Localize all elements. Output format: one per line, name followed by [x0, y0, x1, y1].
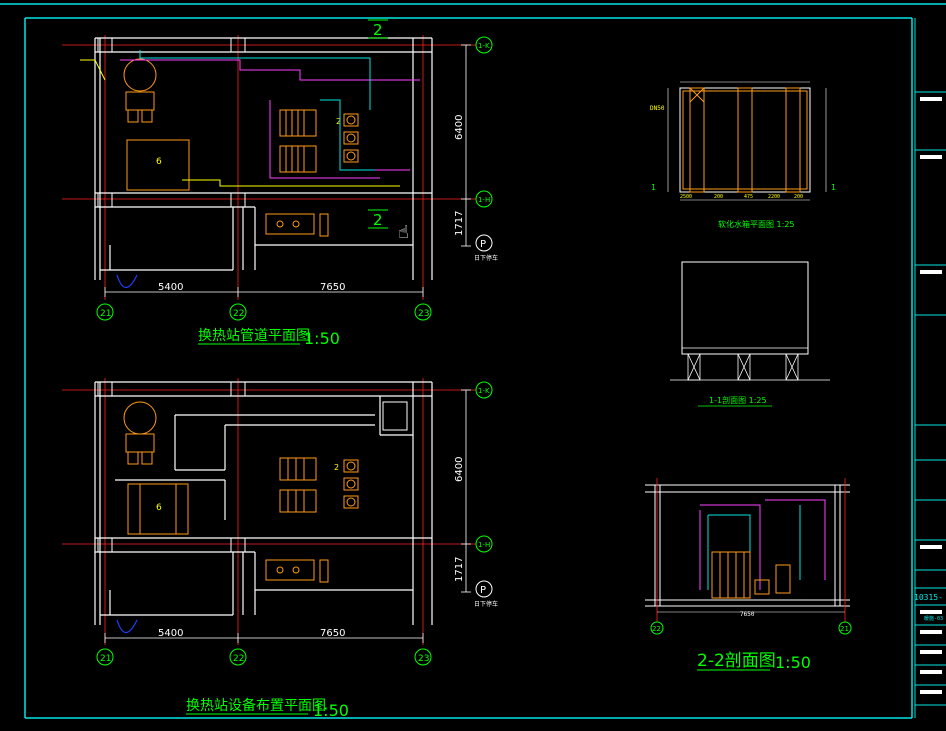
columns [97, 381, 246, 553]
drawing-number: 10315- [914, 593, 943, 602]
tank-section-mark-right: 1 [831, 183, 836, 192]
section-22-dim: 7650 [740, 611, 755, 618]
plan-bottom-scale: 1:50 [313, 701, 349, 720]
equip-2-label: 2 [334, 463, 339, 472]
parking-label-bottom: 日下停车 [474, 600, 498, 608]
detail-section-22: 7650 22 21 2-2剖面图 1:50 [645, 478, 852, 672]
axis-1k-bottom: 1-K [478, 387, 490, 395]
plan-bottom-title: 换热站设备布置平面图 [186, 697, 326, 714]
dim-7650-bottom: 7650 [320, 628, 345, 639]
control-cabinet [382, 401, 408, 431]
dim-1717-bottom: 1717 [454, 557, 465, 582]
expansion-tank [123, 401, 157, 465]
plan-top-title: 换热站管道平面图 [198, 327, 310, 344]
sheet-number: 暖施-03 [924, 615, 943, 622]
heat-exchangers [279, 457, 317, 513]
plan-bottom: 6 2 [62, 378, 498, 720]
tank-dim-0: 2500 [680, 194, 692, 200]
pumps [343, 113, 359, 163]
dimensions [104, 389, 471, 643]
tank-section-mark-left: 1 [651, 183, 656, 192]
hand-cursor-icon: ☝ [398, 222, 409, 243]
section-22-axis-21: 21 [840, 625, 849, 633]
axis-23-top: 23 [418, 309, 429, 319]
section-mark-top [368, 19, 388, 229]
section-11-title: 1-1剖面图 1:25 [709, 395, 767, 405]
equip-6-label: 6 [156, 157, 162, 167]
axis-bubbles [96, 36, 493, 321]
dim-6400-top: 6400 [454, 115, 465, 140]
axis-21-bottom: 21 [100, 654, 111, 664]
equip-2-label: 2 [336, 117, 341, 126]
parking-symbol-bottom [475, 580, 493, 598]
grid-lines [62, 378, 480, 645]
door-arc [116, 619, 138, 634]
axis-bubbles [96, 381, 493, 666]
walls [94, 381, 433, 625]
dim-6400-bottom: 6400 [454, 457, 465, 482]
section-22-axis-22: 22 [652, 625, 661, 633]
tank-dim-2: 475 [744, 194, 753, 200]
axis-22-bottom: 22 [233, 654, 244, 664]
dim-5400-top: 5400 [158, 282, 183, 293]
water-treatment [265, 559, 329, 583]
parking-label-top: 日下停车 [474, 254, 498, 262]
tank-dim-3: 2200 [768, 194, 780, 200]
dim-1717-top: 1717 [454, 211, 465, 236]
parking-symbol-top [475, 234, 493, 252]
drawing-frame [0, 3, 946, 719]
parking-p-bottom: P [480, 585, 486, 596]
dimensions [104, 44, 471, 297]
axis-21-top: 21 [100, 309, 111, 319]
axis-1k-top: 1-K [478, 42, 490, 50]
columns [97, 37, 246, 208]
axis-22-top: 22 [233, 309, 244, 319]
tank-dim-4: 200 [794, 194, 803, 200]
section-mark-2-bottom: 2 [373, 211, 383, 229]
detail-tank-plan: 2500 200 475 2200 200 DN50 1 1 软化水箱平面图 1… [650, 81, 836, 229]
dim-7650-top: 7650 [320, 282, 345, 293]
pipes [80, 50, 420, 187]
axis-23-bottom: 23 [418, 654, 429, 664]
expansion-tank [123, 58, 157, 123]
detail-section-11: 1-1剖面图 1:25 [670, 261, 830, 407]
heat-exchangers [279, 109, 317, 173]
section-mark-2-top: 2 [373, 21, 383, 39]
plan-top-scale: 1:50 [304, 329, 340, 348]
softened-water-tank [126, 139, 190, 191]
equip-6-label: 6 [156, 503, 162, 513]
plan-top: 6 2 [62, 19, 498, 348]
section-22-title: 2-2剖面图 [697, 651, 776, 671]
tank-pipe-label: DN50 [650, 105, 665, 112]
title-block: 10315- 暖施-03 [914, 18, 946, 718]
softened-water-tank [127, 483, 189, 535]
water-treatment [265, 213, 329, 237]
dim-5400-bottom: 5400 [158, 628, 183, 639]
section-22-scale: 1:50 [775, 653, 811, 672]
pumps [343, 459, 359, 509]
axis-1h-top: 1-H [478, 196, 490, 204]
tank-dim-1: 200 [714, 194, 723, 200]
grid-lines [62, 35, 480, 300]
axis-1h-bottom: 1-H [478, 541, 490, 549]
walls [94, 37, 433, 280]
door-arc [116, 274, 138, 289]
tank-plan-title: 软化水箱平面图 1:25 [718, 219, 795, 229]
parking-p-top: P [480, 239, 486, 250]
